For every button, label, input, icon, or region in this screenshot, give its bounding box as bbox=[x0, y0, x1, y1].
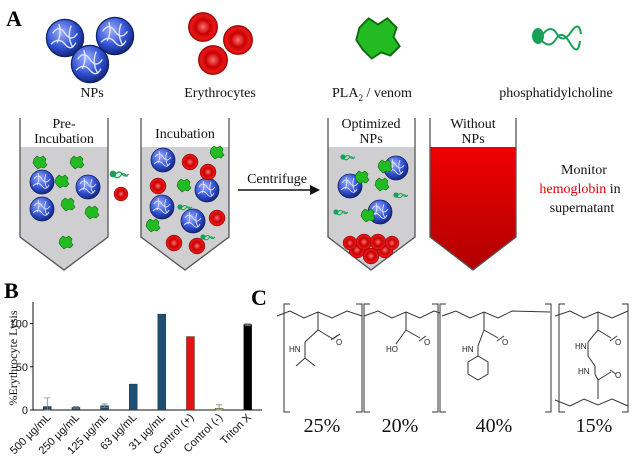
legend-pla2-label: PLA2 / venom bbox=[332, 86, 412, 103]
chart-ticks: 0 50 100 bbox=[10, 319, 33, 417]
error-bar bbox=[101, 403, 108, 408]
tube-without-label-1: Without bbox=[450, 117, 495, 132]
bar bbox=[186, 336, 195, 411]
tube-incubation-label: Incubation bbox=[155, 127, 215, 142]
category-label: Triton X bbox=[218, 411, 254, 447]
polymer-backbone bbox=[276, 303, 629, 413]
panel-b-letter: B bbox=[4, 278, 19, 303]
y-tick-label: 50 bbox=[16, 362, 28, 374]
tube-optimized-nps: Optimized NPs bbox=[327, 117, 416, 271]
y-axis-label: %Erythrocyte Lysis bbox=[6, 310, 20, 405]
centrifuge-arrow: Centrifuge bbox=[238, 172, 320, 195]
added-pc-and-rbc-icon bbox=[108, 169, 130, 202]
monitor-line-3: supernatant bbox=[550, 201, 615, 216]
y-tick-label: 100 bbox=[10, 319, 28, 331]
monitor-line-1: Monitor bbox=[561, 163, 607, 178]
tbam-o-label: O bbox=[502, 338, 508, 347]
panel-a-letter: A bbox=[6, 6, 22, 31]
tube-without-nps: Without NPs bbox=[429, 117, 517, 271]
tube-incubation: Incubation bbox=[140, 118, 230, 271]
monitor-line-2: hemoglobin in bbox=[539, 182, 620, 197]
pla2-protein-icon bbox=[355, 17, 401, 60]
monitor-text: Monitor hemoglobin in supernatant bbox=[539, 163, 620, 216]
aac-o-label: O bbox=[424, 338, 430, 347]
panel-b: B %Erythrocyte Lysis 0 50 100 500 µg/mL250… bbox=[4, 278, 262, 457]
error-bar bbox=[44, 397, 51, 411]
tbam-hn-label: HN bbox=[462, 345, 474, 354]
legend-phosphatidylcholine-label: phosphatidylcholine bbox=[499, 86, 613, 101]
chart-axes bbox=[32, 302, 262, 411]
chart-bars bbox=[43, 313, 252, 411]
tbam-percent: 40% bbox=[476, 415, 513, 437]
tube-without-label-2: NPs bbox=[461, 132, 484, 147]
error-bar bbox=[72, 406, 79, 409]
nipam-o-label: O bbox=[336, 338, 342, 347]
bar bbox=[128, 383, 138, 411]
bis-o-label-2: O bbox=[615, 371, 621, 380]
bis-o-label-1: O bbox=[615, 338, 621, 347]
nipam-percent: 25% bbox=[304, 415, 341, 437]
error-bar bbox=[216, 404, 223, 411]
bis-hn-label-1: HN bbox=[575, 342, 587, 351]
bar bbox=[243, 324, 252, 411]
legend-nps-label: NPs bbox=[80, 86, 103, 101]
phosphatidylcholine-icon bbox=[532, 25, 582, 51]
centrifuge-label: Centrifuge bbox=[247, 172, 307, 187]
legend-erythrocytes-label: Erythrocytes bbox=[184, 86, 256, 101]
bis-hn-label-2: HN bbox=[578, 367, 590, 376]
tube-optimized-label-2: NPs bbox=[359, 132, 382, 147]
aac-ho-label: HO bbox=[386, 345, 398, 354]
nipam-hn-label: HN bbox=[289, 345, 301, 354]
bar bbox=[157, 313, 167, 411]
tube-optimized-label-1: Optimized bbox=[341, 117, 400, 132]
y-tick-label: 0 bbox=[22, 405, 28, 417]
aac-percent: 20% bbox=[382, 415, 419, 437]
tube-pre-incubation: Pre- Incubation bbox=[19, 117, 109, 271]
tube-pre-incubation-label-2: Incubation bbox=[34, 132, 94, 147]
tube-pre-incubation-label-1: Pre- bbox=[52, 117, 76, 132]
error-bar bbox=[244, 323, 251, 326]
erythrocyte-cluster-icon bbox=[188, 12, 253, 75]
panel-a: A NPs Erythrocytes PLA2 / venom phosphat… bbox=[6, 6, 621, 271]
panel-c-letter: C bbox=[251, 285, 267, 310]
bis-percent: 15% bbox=[576, 415, 613, 437]
panel-c: C O HN bbox=[251, 285, 629, 437]
np-cluster-icon bbox=[45, 16, 135, 84]
